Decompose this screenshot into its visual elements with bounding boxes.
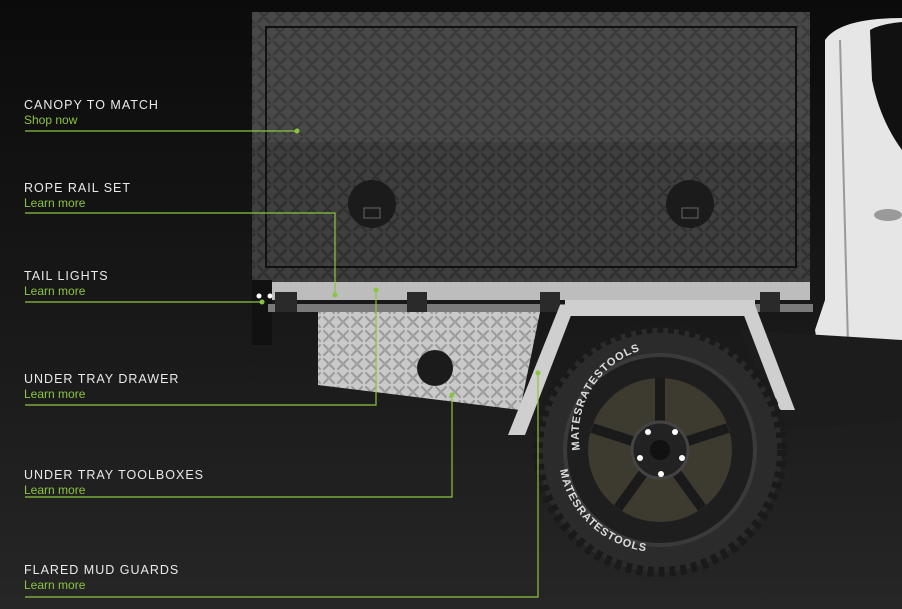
hotspot-dots xyxy=(259,128,541,398)
shop-now-link[interactable]: Shop now xyxy=(24,113,78,127)
callout-title: TAIL LIGHTS xyxy=(24,269,109,283)
hotspot-canopy[interactable] xyxy=(294,128,300,134)
learn-more-link[interactable]: Learn more xyxy=(24,284,86,298)
callout-title: FLARED MUD GUARDS xyxy=(24,563,180,577)
canopy-lock-icon xyxy=(348,180,396,228)
learn-more-link[interactable]: Learn more xyxy=(24,578,86,592)
hotspot-drawer[interactable] xyxy=(373,287,379,293)
callout-title: ROPE RAIL SET xyxy=(24,181,132,195)
learn-more-link[interactable]: Learn more xyxy=(24,196,86,210)
learn-more-link[interactable]: Learn more xyxy=(24,387,86,401)
canopy-lock-icon xyxy=(666,180,714,228)
canopy xyxy=(252,12,810,282)
hotspot-tail-lights[interactable] xyxy=(259,299,265,305)
callout-tail-lights: TAIL LIGHTS Learn more xyxy=(24,269,109,298)
callout-title: CANOPY TO MATCH xyxy=(24,98,159,112)
callout-drawer: UNDER TRAY DRAWER Learn more xyxy=(24,372,179,401)
callout-toolboxes: UNDER TRAY TOOLBOXES Learn more xyxy=(24,468,204,497)
callout-rope-rail: ROPE RAIL SET Learn more xyxy=(24,181,131,210)
hotspot-mud-guards[interactable] xyxy=(535,370,541,376)
callout-title: UNDER TRAY DRAWER xyxy=(24,372,180,386)
callout-canopy: CANOPY TO MATCH Shop now xyxy=(24,98,159,127)
hotspot-toolboxes[interactable] xyxy=(449,392,455,398)
mud-guard xyxy=(508,300,795,435)
under-tray-toolbox xyxy=(318,312,540,410)
callout-mud-guards: FLARED MUD GUARDS Learn more xyxy=(24,563,179,592)
tray xyxy=(252,280,813,345)
leader-lines xyxy=(25,130,539,598)
wheel: MATESRATESTOOLS MATESRATESTOOLS xyxy=(533,323,787,577)
learn-more-link[interactable]: Learn more xyxy=(24,483,86,497)
truck-cab xyxy=(740,18,902,430)
callout-title: UNDER TRAY TOOLBOXES xyxy=(24,468,205,482)
hotspot-rope-rail[interactable] xyxy=(332,292,338,298)
